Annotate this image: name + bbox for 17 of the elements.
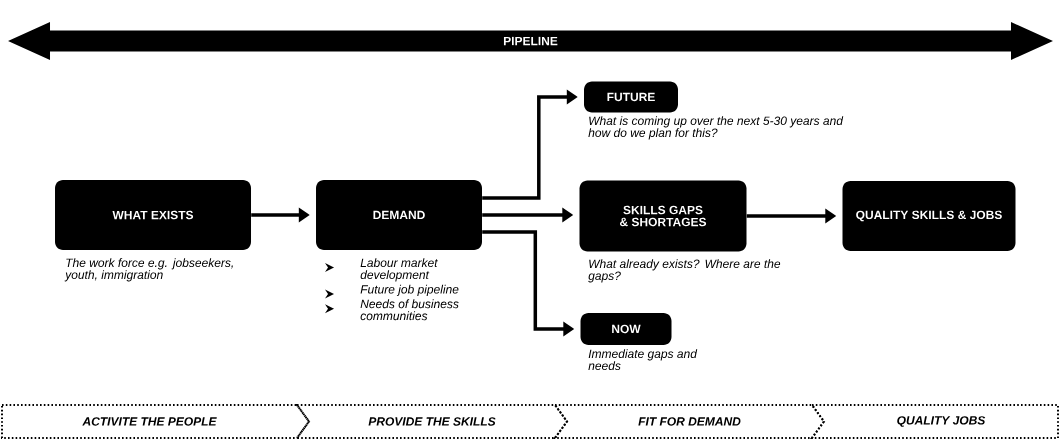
chevron-step: QUALITY JOBS (810, 404, 1059, 439)
process-box: SKILLS GAPS & SHORTAGES (579, 180, 747, 252)
process-box: FUTURE (584, 81, 678, 113)
caption-text: The work force e.g. jobseekers, youth, immigration (64, 258, 233, 282)
process-box: NOW (580, 313, 672, 345)
process-box: WHAT EXISTS (55, 180, 251, 250)
bullet-text: Needs of business communities (360, 299, 459, 321)
bullet-text: Labour market development (360, 258, 438, 282)
chevron-step: PROVIDE THE SKILLS (295, 404, 569, 439)
chevron-step: FIT FOR DEMAND (553, 404, 826, 439)
process-box: QUALITY SKILLS & JOBS (842, 181, 1016, 251)
bullet-text: Future job pipeline (360, 284, 459, 296)
caption-text: Immediate gaps and needs (588, 349, 698, 370)
process-box: DEMAND (316, 180, 482, 250)
chevron-step: ACTIVITE THE PEOPLE (1, 404, 311, 439)
caption-text: What is coming up over the next 5-30 years and how do we plan for this? (588, 116, 844, 140)
caption-text: What already exists? Where are the gaps? (588, 259, 781, 283)
